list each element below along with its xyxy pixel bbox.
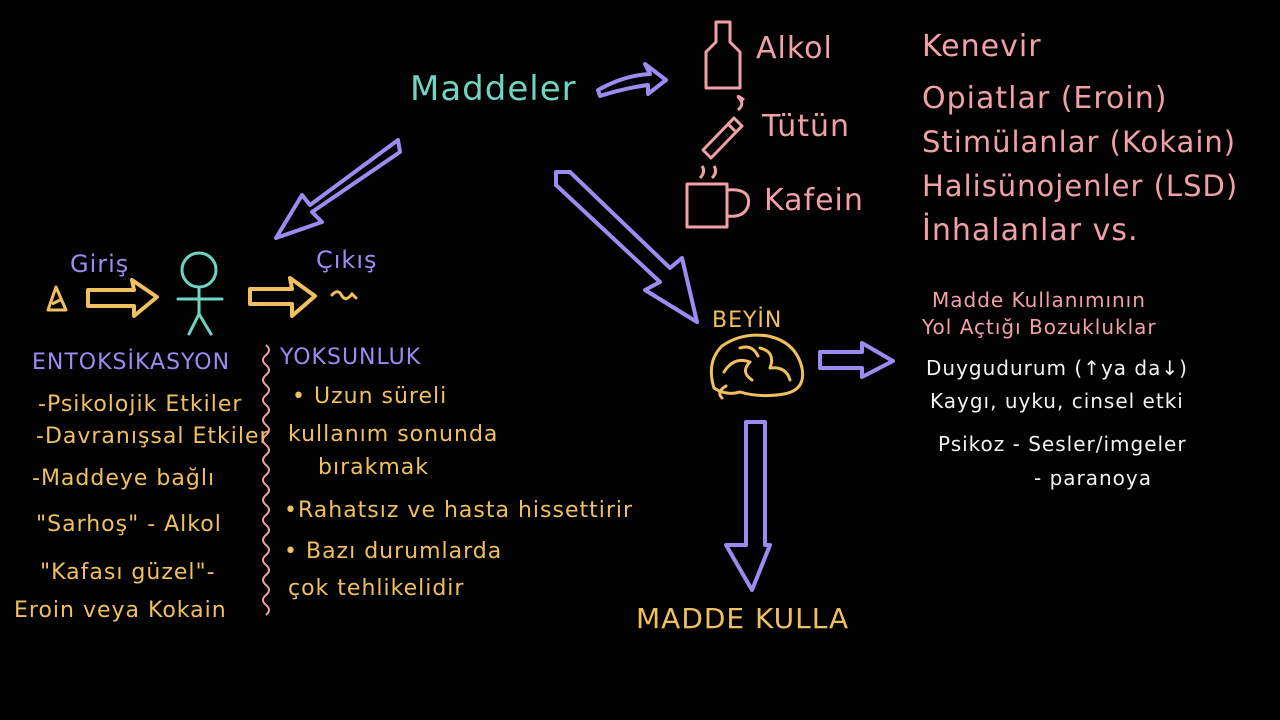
input-triangle-icon <box>46 285 68 312</box>
disorders-line: Kaygı, uyku, cinsel etki <box>930 389 1184 413</box>
intoxication-line: -Davranışsal Etkiler <box>36 424 270 449</box>
brain-icon <box>709 333 805 400</box>
intoxication-line: -Psikolojik Etkiler <box>38 392 243 417</box>
intoxication-line: "Sarhoş" - Alkol <box>36 512 222 537</box>
brain-label: BEYİN <box>712 308 783 333</box>
arrow-output <box>248 276 317 318</box>
intoxication-line: -Maddeye bağlı <box>32 466 216 491</box>
flow-input-label: Giriş <box>70 250 130 278</box>
intoxication-line: "Kafası güzel"- <box>40 560 216 585</box>
illegal-item-inhalanlar: İnhalanlar vs. <box>922 213 1139 248</box>
wavy-divider <box>262 344 270 616</box>
arrow-to-brain <box>554 170 699 324</box>
arrow-down <box>724 420 772 592</box>
legal-item-alkol: Alkol <box>756 31 833 66</box>
disorders-line: Duygudurum (↑ya da↓) <box>926 356 1188 380</box>
withdrawal-line: •Rahatsız ve hasta hissettirir <box>284 498 634 523</box>
illegal-item-kenevir: Kenevir <box>922 29 1042 64</box>
disorders-line: Psikoz - Sesler/imgeler <box>938 432 1187 456</box>
cigarette-icon <box>701 94 745 160</box>
bottle-icon <box>704 20 742 90</box>
intoxication-line: Eroin veya Kokain <box>14 598 227 623</box>
center-title: Maddeler <box>410 69 577 109</box>
illegal-item-stimulanlar: Stimülanlar (Kokain) <box>922 125 1237 159</box>
illegal-item-opiatlar: Opiatlar (Eroin) <box>922 81 1168 116</box>
flow-output-label: Çıkış <box>316 246 378 274</box>
arrow-to-disorders <box>818 341 895 379</box>
disorders-line: - paranoya <box>1034 466 1153 490</box>
legal-item-tutun: Tütün <box>762 109 851 144</box>
arrow-to-person <box>274 138 402 240</box>
legal-item-kafein: Kafein <box>764 183 864 218</box>
stick-figure-icon <box>176 251 224 336</box>
illegal-item-halisunojenler: Halisünojenler (LSD) <box>922 169 1239 203</box>
bottom-label: MADDE KULLA <box>636 602 850 635</box>
withdrawal-heading: YOKSUNLUK <box>280 345 422 370</box>
intoxication-heading: ENTOKSİKASYON <box>32 350 231 375</box>
withdrawal-line: • Bazı durumlarda <box>284 539 503 564</box>
withdrawal-line: kullanım sonunda <box>288 422 499 447</box>
coffee-cup-icon <box>685 165 751 229</box>
withdrawal-line: çok tehlikelidir <box>288 576 465 601</box>
output-scribble-icon <box>330 290 358 301</box>
disorders-heading: Madde Kullanımının <box>932 288 1146 312</box>
disorders-heading: Yol Açtığı Bozukluklar <box>922 315 1157 339</box>
arrow-to-legal <box>596 62 668 98</box>
arrow-input <box>86 278 159 318</box>
withdrawal-line: • Uzun süreli <box>292 384 448 409</box>
withdrawal-line: bırakmak <box>318 455 429 480</box>
